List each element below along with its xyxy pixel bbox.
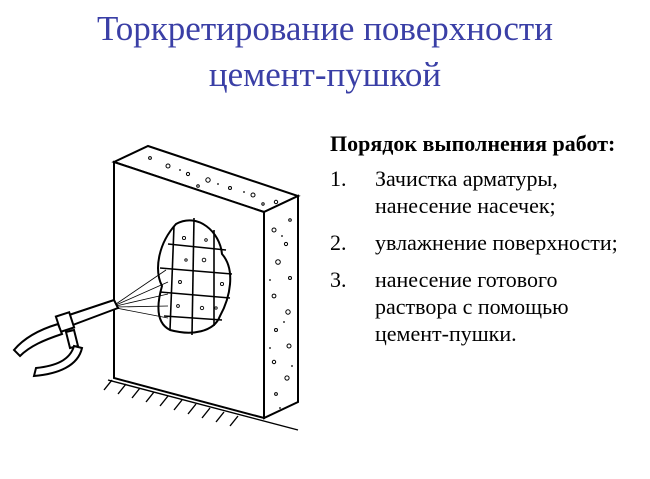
work-steps: Порядок выполнения работ: 1. Зачистка ар… bbox=[330, 130, 640, 357]
ground-hatch bbox=[103, 379, 299, 431]
slide-title: Торкретирование поверхности цемент-пушко… bbox=[0, 6, 650, 98]
step-number: 1. bbox=[330, 166, 347, 191]
spray-fan bbox=[115, 269, 169, 319]
slide-title-line-1: Торкретирование поверхности bbox=[97, 9, 553, 48]
wall-stipple-dots bbox=[179, 169, 293, 409]
rebar-grid bbox=[159, 217, 233, 336]
step-number: 2. bbox=[330, 230, 347, 255]
illustration-svg bbox=[12, 144, 301, 431]
cement-gun bbox=[12, 298, 120, 378]
step-item: 1. Зачистка арматуры, нанесение насечек; bbox=[330, 165, 640, 219]
slide-title-line-2: цемент-пушкой bbox=[208, 55, 442, 94]
wall-texture bbox=[148, 156, 292, 396]
patch-texture bbox=[176, 235, 225, 311]
step-text: увлажнение поверхности; bbox=[375, 230, 618, 255]
step-text: нанесение готового раствора с помощью це… bbox=[375, 267, 569, 346]
step-number: 3. bbox=[330, 267, 347, 292]
cement-gun-spraying-wall-illustration bbox=[8, 140, 308, 460]
step-item: 3. нанесение готового раствора с помощью… bbox=[330, 266, 640, 347]
wall-side-face bbox=[263, 194, 299, 420]
step-text: Зачистка арматуры, нанесение насечек; bbox=[375, 166, 558, 218]
step-item: 2. увлажнение поверхности; bbox=[330, 229, 640, 256]
steps-heading: Порядок выполнения работ: bbox=[330, 131, 616, 156]
steps-list: 1. Зачистка арматуры, нанесение насечек;… bbox=[330, 165, 640, 347]
